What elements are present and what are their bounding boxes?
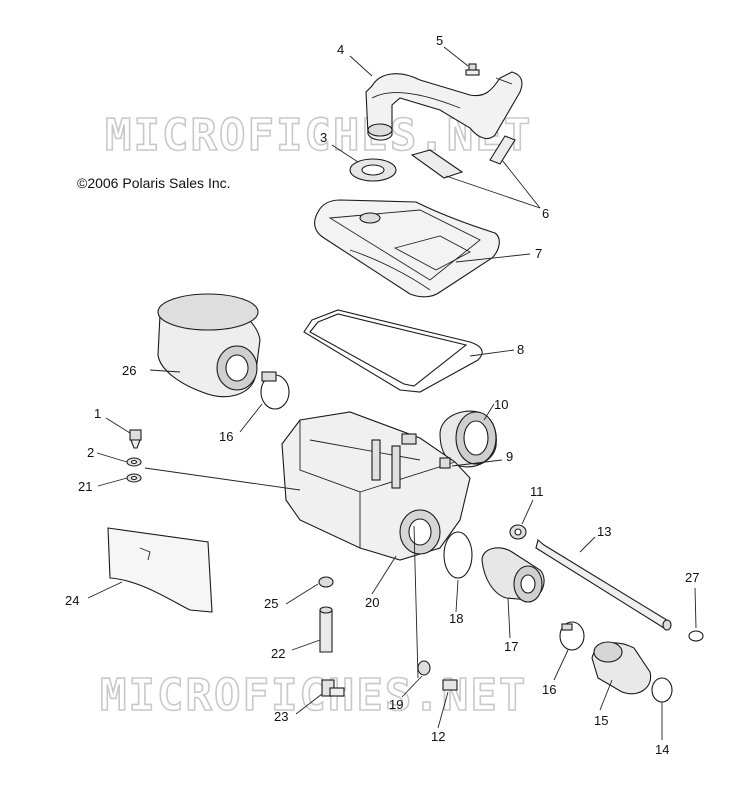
- callout-18: 18: [449, 611, 463, 626]
- callout-9: 9: [506, 449, 513, 464]
- part-6-foam-pads: [410, 135, 516, 179]
- callout-20: 20: [365, 595, 379, 610]
- part-19-fitting: [417, 660, 431, 676]
- part-3-grommet: [349, 158, 397, 182]
- callout-8: 8: [517, 342, 524, 357]
- part-12-fitting: [442, 679, 458, 691]
- callout-19: 19: [389, 697, 403, 712]
- part-9-airbox-body: [281, 411, 471, 561]
- part-15-coupler: [591, 641, 652, 695]
- copyright-text: ©2006 Polaris Sales Inc.: [77, 175, 231, 191]
- callout-23: 23: [274, 709, 288, 724]
- part-26-air-filter: [157, 293, 261, 398]
- part-18-o-ring: [443, 531, 473, 579]
- part-10-boot: [439, 410, 497, 468]
- leader-lines: [87, 46, 697, 740]
- part-23-drain-valve: [321, 679, 345, 697]
- callout-16-upper: 16: [219, 429, 233, 444]
- part-13-tube: [535, 539, 672, 631]
- part-16-clamp-lower: [559, 621, 585, 651]
- callout-16-lower: 16: [542, 682, 556, 697]
- part-2-washer: [126, 457, 142, 467]
- part-22-drain-tube: [319, 606, 333, 653]
- part-4-intake-duct: [365, 71, 523, 141]
- part-16-clamp-upper: [260, 371, 290, 410]
- callout-5: 5: [436, 33, 443, 48]
- callout-22: 22: [271, 646, 285, 661]
- callout-11: 11: [530, 484, 544, 499]
- part-27-clamp: [688, 630, 704, 642]
- callout-6: 6: [542, 206, 549, 221]
- callout-2: 2: [87, 445, 94, 460]
- part-21-washer: [126, 473, 142, 483]
- callout-numbers: 4 5 3 6 7 8 26 16 10 1 2 21 9 11 13 24 2…: [65, 33, 699, 757]
- callout-15: 15: [594, 713, 608, 728]
- part-5-screw: [465, 63, 480, 76]
- callout-25: 25: [264, 596, 278, 611]
- callout-7: 7: [535, 246, 542, 261]
- callout-13: 13: [597, 524, 611, 539]
- callout-12: 12: [431, 729, 445, 744]
- watermark-bottom: MICROFICHES.NET: [100, 670, 527, 721]
- part-8-lid-seal: [303, 309, 483, 393]
- callout-10: 10: [494, 397, 508, 412]
- part-11-clamp: [509, 524, 527, 540]
- part-7-airbox-lid: [314, 199, 500, 298]
- callout-3: 3: [320, 130, 327, 145]
- part-17-intake-boot: [481, 547, 545, 603]
- part-14-clamp: [651, 677, 673, 703]
- callout-4: 4: [337, 42, 344, 57]
- callout-24: 24: [65, 593, 79, 608]
- part-1-fastener: [129, 429, 142, 449]
- part-24-heat-shield: [107, 527, 213, 613]
- part-25-clamp: [318, 576, 334, 588]
- callout-26: 26: [122, 363, 136, 378]
- callout-21: 21: [78, 479, 92, 494]
- callout-27: 27: [685, 570, 699, 585]
- callout-14: 14: [655, 742, 669, 757]
- callout-1: 1: [94, 406, 101, 421]
- callout-17: 17: [504, 639, 518, 654]
